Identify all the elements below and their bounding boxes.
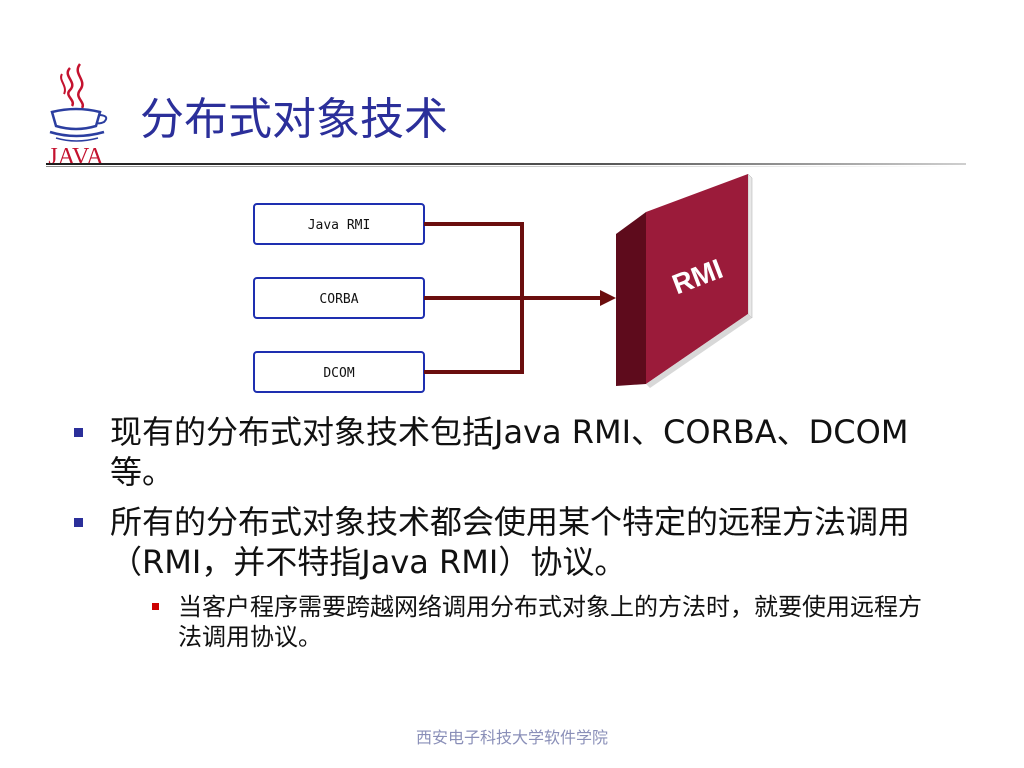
footer-institution: 西安电子科技大学软件学院: [415, 728, 608, 747]
java-logo-wordmark: JAVA: [48, 144, 104, 170]
diagram-connectors: [424, 222, 600, 374]
sub-bullet-square-icon: [152, 603, 159, 610]
bullet-square-icon: [74, 518, 83, 527]
diagram-box-label: DCOM: [323, 366, 354, 381]
rmi-diagram: Java RMI CORBA DCOM RMI: [250, 168, 770, 400]
diagram-box-label: CORBA: [319, 292, 358, 307]
diagram-box-dcom: DCOM: [253, 351, 425, 393]
sub-bullet-text: 当客户程序需要跨越网络调用分布式对象上的方法时，就要使用远程方法调用协议。: [178, 593, 922, 651]
bullet-square-icon: [74, 428, 83, 437]
title-rule: [46, 163, 966, 165]
title-rule-shadow: [46, 166, 966, 167]
bullet-item: 现有的分布式对象技术包括Java RMI、CORBA、DCOM等。: [70, 412, 970, 492]
sub-bullet-item: 当客户程序需要跨越网络调用分布式对象上的方法时，就要使用远程方法调用协议。: [150, 592, 938, 652]
bullet-item: 所有的分布式对象技术都会使用某个特定的远程方法调用（RMI，并不特指Java R…: [70, 502, 970, 582]
diagram-box-label: Java RMI: [308, 218, 371, 233]
bullet-text: 所有的分布式对象技术都会使用某个特定的远程方法调用（RMI，并不特指Java R…: [110, 503, 911, 581]
java-logo: JAVA: [40, 60, 112, 170]
diagram-box-java-rmi: Java RMI: [253, 203, 425, 245]
diagram-box-corba: CORBA: [253, 277, 425, 319]
rmi-book-icon: RMI: [616, 173, 753, 388]
slide-title: 分布式对象技术: [140, 94, 448, 145]
bullet-text: 现有的分布式对象技术包括Java RMI、CORBA、DCOM等。: [110, 413, 909, 491]
arrow-head-icon: [600, 290, 616, 306]
bullet-list: 现有的分布式对象技术包括Java RMI、CORBA、DCOM等。 所有的分布式…: [70, 412, 970, 652]
